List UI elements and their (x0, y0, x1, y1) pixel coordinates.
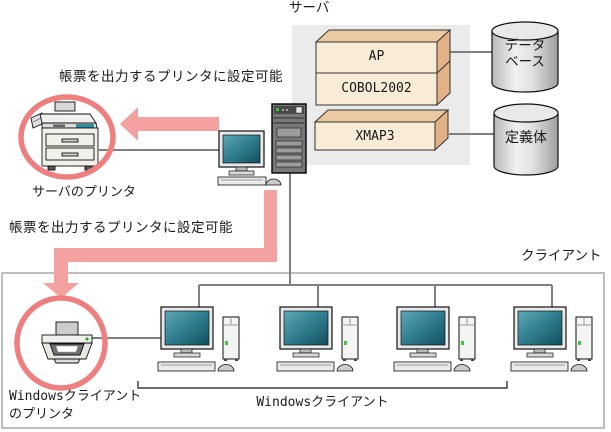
cobol2002-label: COBOL2002 (341, 81, 412, 96)
software-boxes (313, 28, 452, 152)
arrow-to-server-printer (120, 107, 219, 141)
database-label-line2: ベース (505, 54, 545, 70)
arrow-to-client-printer (43, 190, 277, 298)
printer-out-tray (53, 358, 81, 364)
data-stores (491, 21, 559, 176)
client-printer-note: 帳票を出力するプリンタに設定可能 (9, 220, 233, 236)
definition-cylinder-body (493, 113, 559, 176)
printer-lid (39, 113, 97, 124)
database-label-line1: データ (504, 38, 546, 54)
clients-bracket (137, 381, 508, 389)
server-printer-note: 帳票を出力するプリンタに設定可能 (59, 69, 283, 85)
printer-paper (55, 321, 79, 336)
definition-cylinder-top (493, 103, 559, 123)
ap-cobol-divider-side (436, 60, 451, 74)
server-led (276, 108, 279, 111)
server-printer-icon (30, 101, 99, 171)
server-desktop-icon (217, 130, 282, 186)
database-cylinder-body (491, 31, 559, 93)
printer-top (41, 334, 93, 344)
server-printer-label: サーバのプリンタ (32, 185, 136, 200)
ap-cobol-box-top (314, 29, 452, 43)
server-tower-icon (271, 103, 307, 174)
network-connectors (92, 51, 553, 339)
ap-label: AP (368, 49, 385, 64)
client-printer-label-line1: Windowsクライアント (9, 389, 142, 404)
xmap3-label: XMAP3 (355, 129, 395, 144)
xmap3-box-top (313, 109, 450, 123)
highlight-circle-client-printer (14, 295, 108, 391)
server-area-label: サーバ (289, 0, 330, 16)
client-area-label: クライアント (521, 248, 602, 264)
highlight-circle-server-printer (18, 94, 116, 180)
definition-label: 定義体 (505, 130, 547, 146)
client-printer-icon (41, 321, 93, 364)
database-cylinder-top (491, 21, 559, 41)
client-printer-label-line2: のプリンタ (9, 407, 75, 422)
printer-led (85, 337, 89, 341)
printer-top-tray (54, 101, 76, 112)
clients-group-label: Windowsクライアント (256, 395, 389, 410)
xmap3-box-front (314, 121, 436, 151)
